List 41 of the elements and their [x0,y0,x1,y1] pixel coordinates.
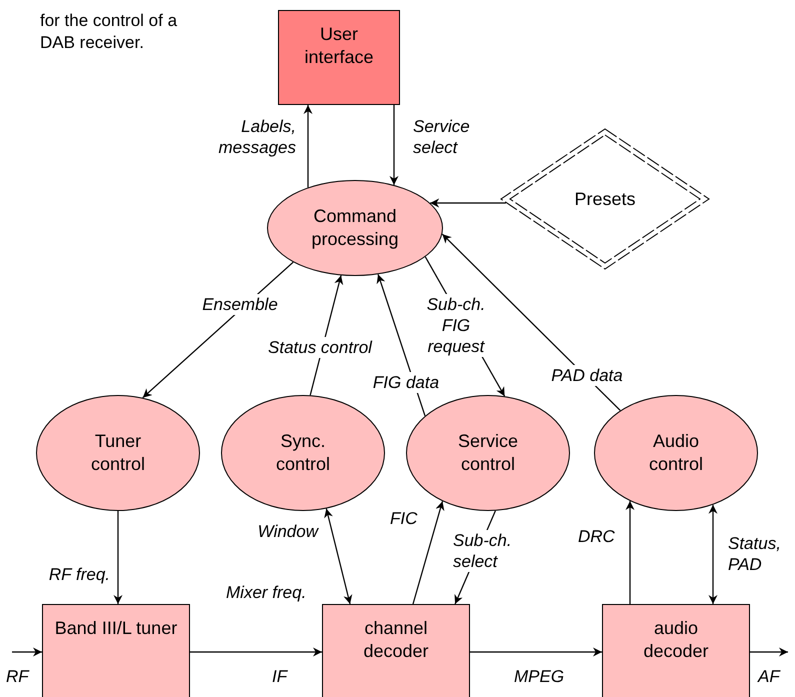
edge-label: Status, PAD [728,533,782,575]
node-label: Audio control [648,430,704,476]
decision-diamond [500,128,710,270]
process-box [322,604,470,697]
arrow [190,648,322,656]
process-box [602,604,750,697]
node-label: audio decoder [642,617,710,663]
arrow [430,198,506,208]
arrow [470,648,602,656]
edge-label: FIC [390,508,418,529]
edge-label: DRC [578,526,616,547]
edge-label: IF [272,666,289,687]
node-label: Presets [574,188,636,210]
node-label: Service control [456,430,520,476]
node-label: channel decoder [362,617,430,663]
edge-label: Service select [413,116,471,158]
edge-label: Labels, messages [218,116,296,158]
process-box [42,604,190,697]
arrow [324,508,352,604]
edge-label: Window [256,521,318,542]
arrow [114,511,122,604]
arrow [304,105,312,188]
arrow [626,501,634,604]
edge-label: RF [6,666,30,687]
arrow [708,504,718,604]
edge-label: RF freq. [48,564,110,585]
node-label: User interface [303,23,375,69]
arrow [412,501,444,604]
edge-label: AF [758,666,782,687]
node-label: Band III/L tuner [54,617,178,640]
arrow [750,648,788,656]
node-label: Tuner control [90,430,146,476]
node-label: Command processing [310,205,400,251]
arrow [390,105,398,185]
process-box [278,10,400,105]
signal-label: Mixer freq. [226,582,308,604]
node-label: Sync. control [274,430,332,476]
arrow [12,648,42,656]
caption-text: for the control of a DAB receiver. [40,10,178,54]
arrow [442,234,621,411]
edge-label: MPEG [514,666,566,687]
